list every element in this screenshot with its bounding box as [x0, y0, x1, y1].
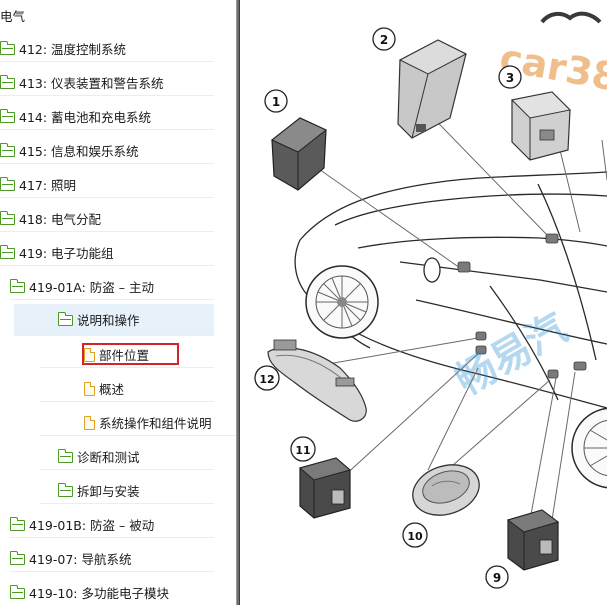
tree-item-413[interactable]: 413: 仪表装置和警告系统	[0, 70, 214, 96]
tree-item-419-07[interactable]: 419-07: 导航系统	[9, 546, 214, 572]
component-9-antenna-module	[506, 509, 560, 571]
tree-item-removal-installation[interactable]: 拆卸与安装	[40, 478, 214, 504]
folder-icon	[9, 551, 25, 565]
panel-splitter[interactable]	[236, 0, 240, 605]
tree-item-system-operation[interactable]: 系统操作和组件说明	[40, 410, 236, 436]
folder-icon	[0, 143, 15, 157]
tree-item-412[interactable]: 412: 温度控制系统	[0, 36, 214, 62]
tree-item-415[interactable]: 415: 信息和娱乐系统	[0, 138, 214, 164]
folder-icon	[0, 109, 15, 123]
folder-icon	[9, 585, 25, 599]
front-wheel	[305, 265, 379, 339]
watermark-diagonal-text: 畅易汽	[448, 305, 575, 405]
folder-icon	[0, 211, 15, 225]
component-12-door-handle	[267, 339, 367, 422]
tree-item-419-01b[interactable]: 419-01B: 防盗 – 被动	[9, 512, 214, 538]
tree-item-419-10[interactable]: 419-10: 多功能电子模块	[9, 580, 214, 605]
rear-wheel	[571, 407, 607, 489]
tree-item-diagnosis-testing[interactable]: 诊断和测试	[40, 444, 214, 470]
document-icon	[84, 415, 95, 430]
tree-item-description-operation[interactable]: 说明和操作	[14, 304, 214, 336]
tree-item-label: 412: 温度控制系统	[19, 42, 127, 57]
tree-item-label: 概述	[99, 382, 125, 397]
folder-icon	[9, 517, 25, 531]
svg-text:12: 12	[259, 373, 274, 386]
document-icon	[84, 381, 95, 396]
svg-text:2: 2	[380, 33, 388, 47]
navigation-tree: 电气 412: 温度控制系统 413: 仪表装置和警告系统 414: 蓄电池和充…	[0, 0, 236, 605]
folder-icon	[0, 41, 15, 55]
tree-item-label: 部件位置	[99, 348, 150, 363]
tree-item-label: 419-01A: 防盗 – 主动	[29, 280, 154, 295]
svg-text:9: 9	[493, 571, 501, 585]
tree-item-overview[interactable]: 概述	[40, 376, 214, 402]
component-3-control-unit	[510, 91, 572, 161]
tree-item-label: 419-07: 导航系统	[29, 552, 132, 567]
document-icon	[84, 347, 95, 362]
tree-item-419-01a[interactable]: 419-01A: 防盗 – 主动	[9, 274, 214, 300]
component-11-antenna-module	[298, 457, 352, 519]
callout-11: 11	[290, 436, 316, 462]
svg-text:1: 1	[272, 95, 280, 109]
svg-text:10: 10	[407, 530, 423, 543]
tree-item-418[interactable]: 418: 电气分配	[0, 206, 214, 232]
tree-item-label: 拆卸与安装	[77, 484, 140, 499]
component-1-sensor	[271, 117, 327, 191]
callout-9: 9	[485, 565, 509, 589]
tree-item-label: 415: 信息和娱乐系统	[19, 144, 139, 159]
svg-text:3: 3	[506, 71, 514, 85]
tree-item-419[interactable]: 419: 电子功能组	[0, 240, 214, 266]
component-10-key-fob	[412, 464, 480, 516]
folder-icon	[0, 75, 15, 89]
tree-item-label: 419-10: 多功能电子模块	[29, 586, 169, 601]
tree-item-label: 说明和操作	[77, 313, 140, 328]
tree-item-417[interactable]: 417: 照明	[0, 172, 214, 198]
tree-root-electrical[interactable]: 电气	[0, 2, 214, 28]
tree-item-label: 418: 电气分配	[19, 212, 102, 227]
callout-3: 3	[498, 65, 522, 89]
folder-icon	[9, 279, 25, 293]
tree-item-label: 414: 蓄电池和充电系统	[19, 110, 152, 125]
tree-item-label: 413: 仪表装置和警告系统	[19, 76, 164, 91]
component-location-diagram: car38	[240, 0, 607, 605]
callout-10: 10	[402, 522, 428, 548]
folder-icon	[57, 312, 73, 326]
tree-item-label: 419: 电子功能组	[19, 246, 114, 261]
callout-12: 12	[254, 365, 280, 391]
mirror-shape	[423, 257, 441, 283]
component-2-module	[397, 39, 468, 139]
tree-item-label: 系统操作和组件说明	[99, 416, 212, 431]
component-markers	[457, 233, 587, 379]
tree-item-label: 419-01B: 防盗 – 被动	[29, 518, 155, 533]
folder-icon	[0, 177, 15, 191]
tree-item-label: 诊断和测试	[77, 450, 140, 465]
folder-icon	[0, 245, 15, 259]
folder-icon	[57, 449, 73, 463]
svg-text:11: 11	[295, 444, 310, 457]
tree-item-component-location[interactable]: 部件位置	[40, 342, 214, 368]
tree-root-label: 电气	[0, 8, 26, 24]
folder-icon	[57, 483, 73, 497]
callout-1: 1	[264, 89, 288, 113]
car-outline	[294, 171, 607, 409]
tree-item-label: 417: 照明	[19, 178, 77, 193]
tree-item-414[interactable]: 414: 蓄电池和充电系统	[0, 104, 214, 130]
diagram-svg: car38	[254, 11, 607, 589]
callout-2: 2	[372, 27, 396, 51]
